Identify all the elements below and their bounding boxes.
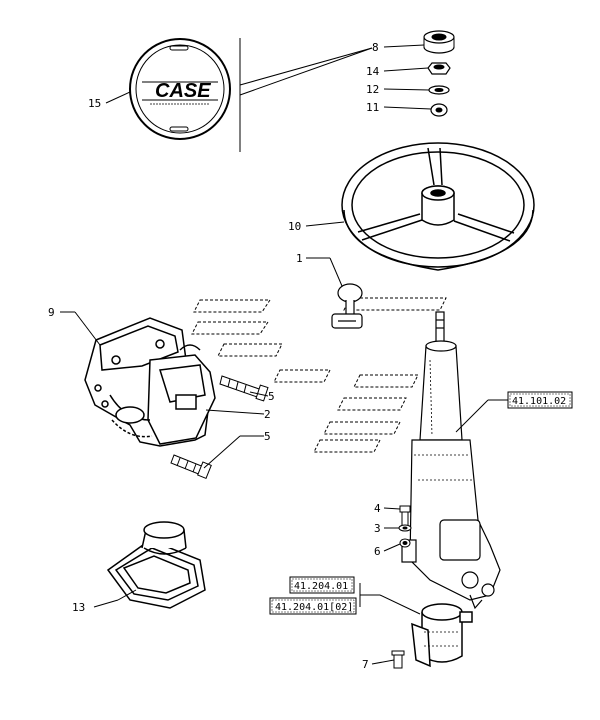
steering-wheel-part-10 [341, 142, 535, 271]
callout-11: 11 [366, 101, 379, 114]
callout-4: 4 [374, 502, 381, 515]
callout-10: 10 [288, 220, 301, 233]
callout-1-lever: 1 [296, 252, 303, 265]
screw-part-5-lower [170, 454, 212, 480]
callout-15: 15 [88, 97, 101, 110]
leader-lines [60, 44, 508, 665]
callout-6: 6 [374, 545, 381, 558]
nut-part-14 [427, 62, 451, 75]
ref-valve-b-label: 41.204.01[02] [275, 602, 353, 613]
steering-nut-part-8 [423, 30, 455, 54]
washer-part-3 [398, 524, 412, 532]
callout-8: 8 [372, 41, 379, 54]
ref-valve-a-label: 41.204.01 [294, 581, 348, 592]
callout-2: 2 [264, 408, 271, 421]
screw-part-5-upper [219, 375, 269, 402]
column-shroud-part-9 [84, 317, 216, 447]
callout-labels: 15 8 14 12 11 10 1 9 5 2 5 4 3 6 13 7 [48, 41, 381, 671]
ref-box-valve-a[interactable]: 41.204.01 [289, 576, 355, 594]
tilt-lever-part-1 [331, 283, 363, 329]
callout-5-upper: 5 [268, 390, 275, 403]
ref-box-column[interactable]: 41.101.02 [507, 391, 573, 409]
steering-column-assembly [401, 311, 501, 610]
screw-part-7 [391, 650, 405, 669]
callout-5-lower: 5 [264, 430, 271, 443]
callout-3: 3 [374, 522, 381, 535]
ref-box-valve-b[interactable]: 41.204.01[02] [269, 597, 357, 615]
ref-column-label: 41.101.02 [512, 396, 566, 407]
callout-12: 12 [366, 83, 379, 96]
case-logo-text: CASE [155, 80, 211, 102]
callout-9: 9 [48, 306, 55, 319]
assembly-direction-arrows [191, 297, 447, 453]
callout-7: 7 [362, 658, 369, 671]
washer-part-11 [430, 103, 448, 117]
horn-cap-part-15 [129, 38, 231, 140]
steering-valve [411, 603, 473, 668]
leader-group-8 [239, 38, 373, 152]
washer-part-12 [428, 85, 450, 95]
washer-part-6 [399, 538, 411, 548]
rubber-boot-part-13 [106, 521, 206, 609]
bolt-part-4 [399, 505, 411, 527]
callout-13: 13 [72, 601, 85, 614]
callout-14: 14 [366, 65, 380, 78]
